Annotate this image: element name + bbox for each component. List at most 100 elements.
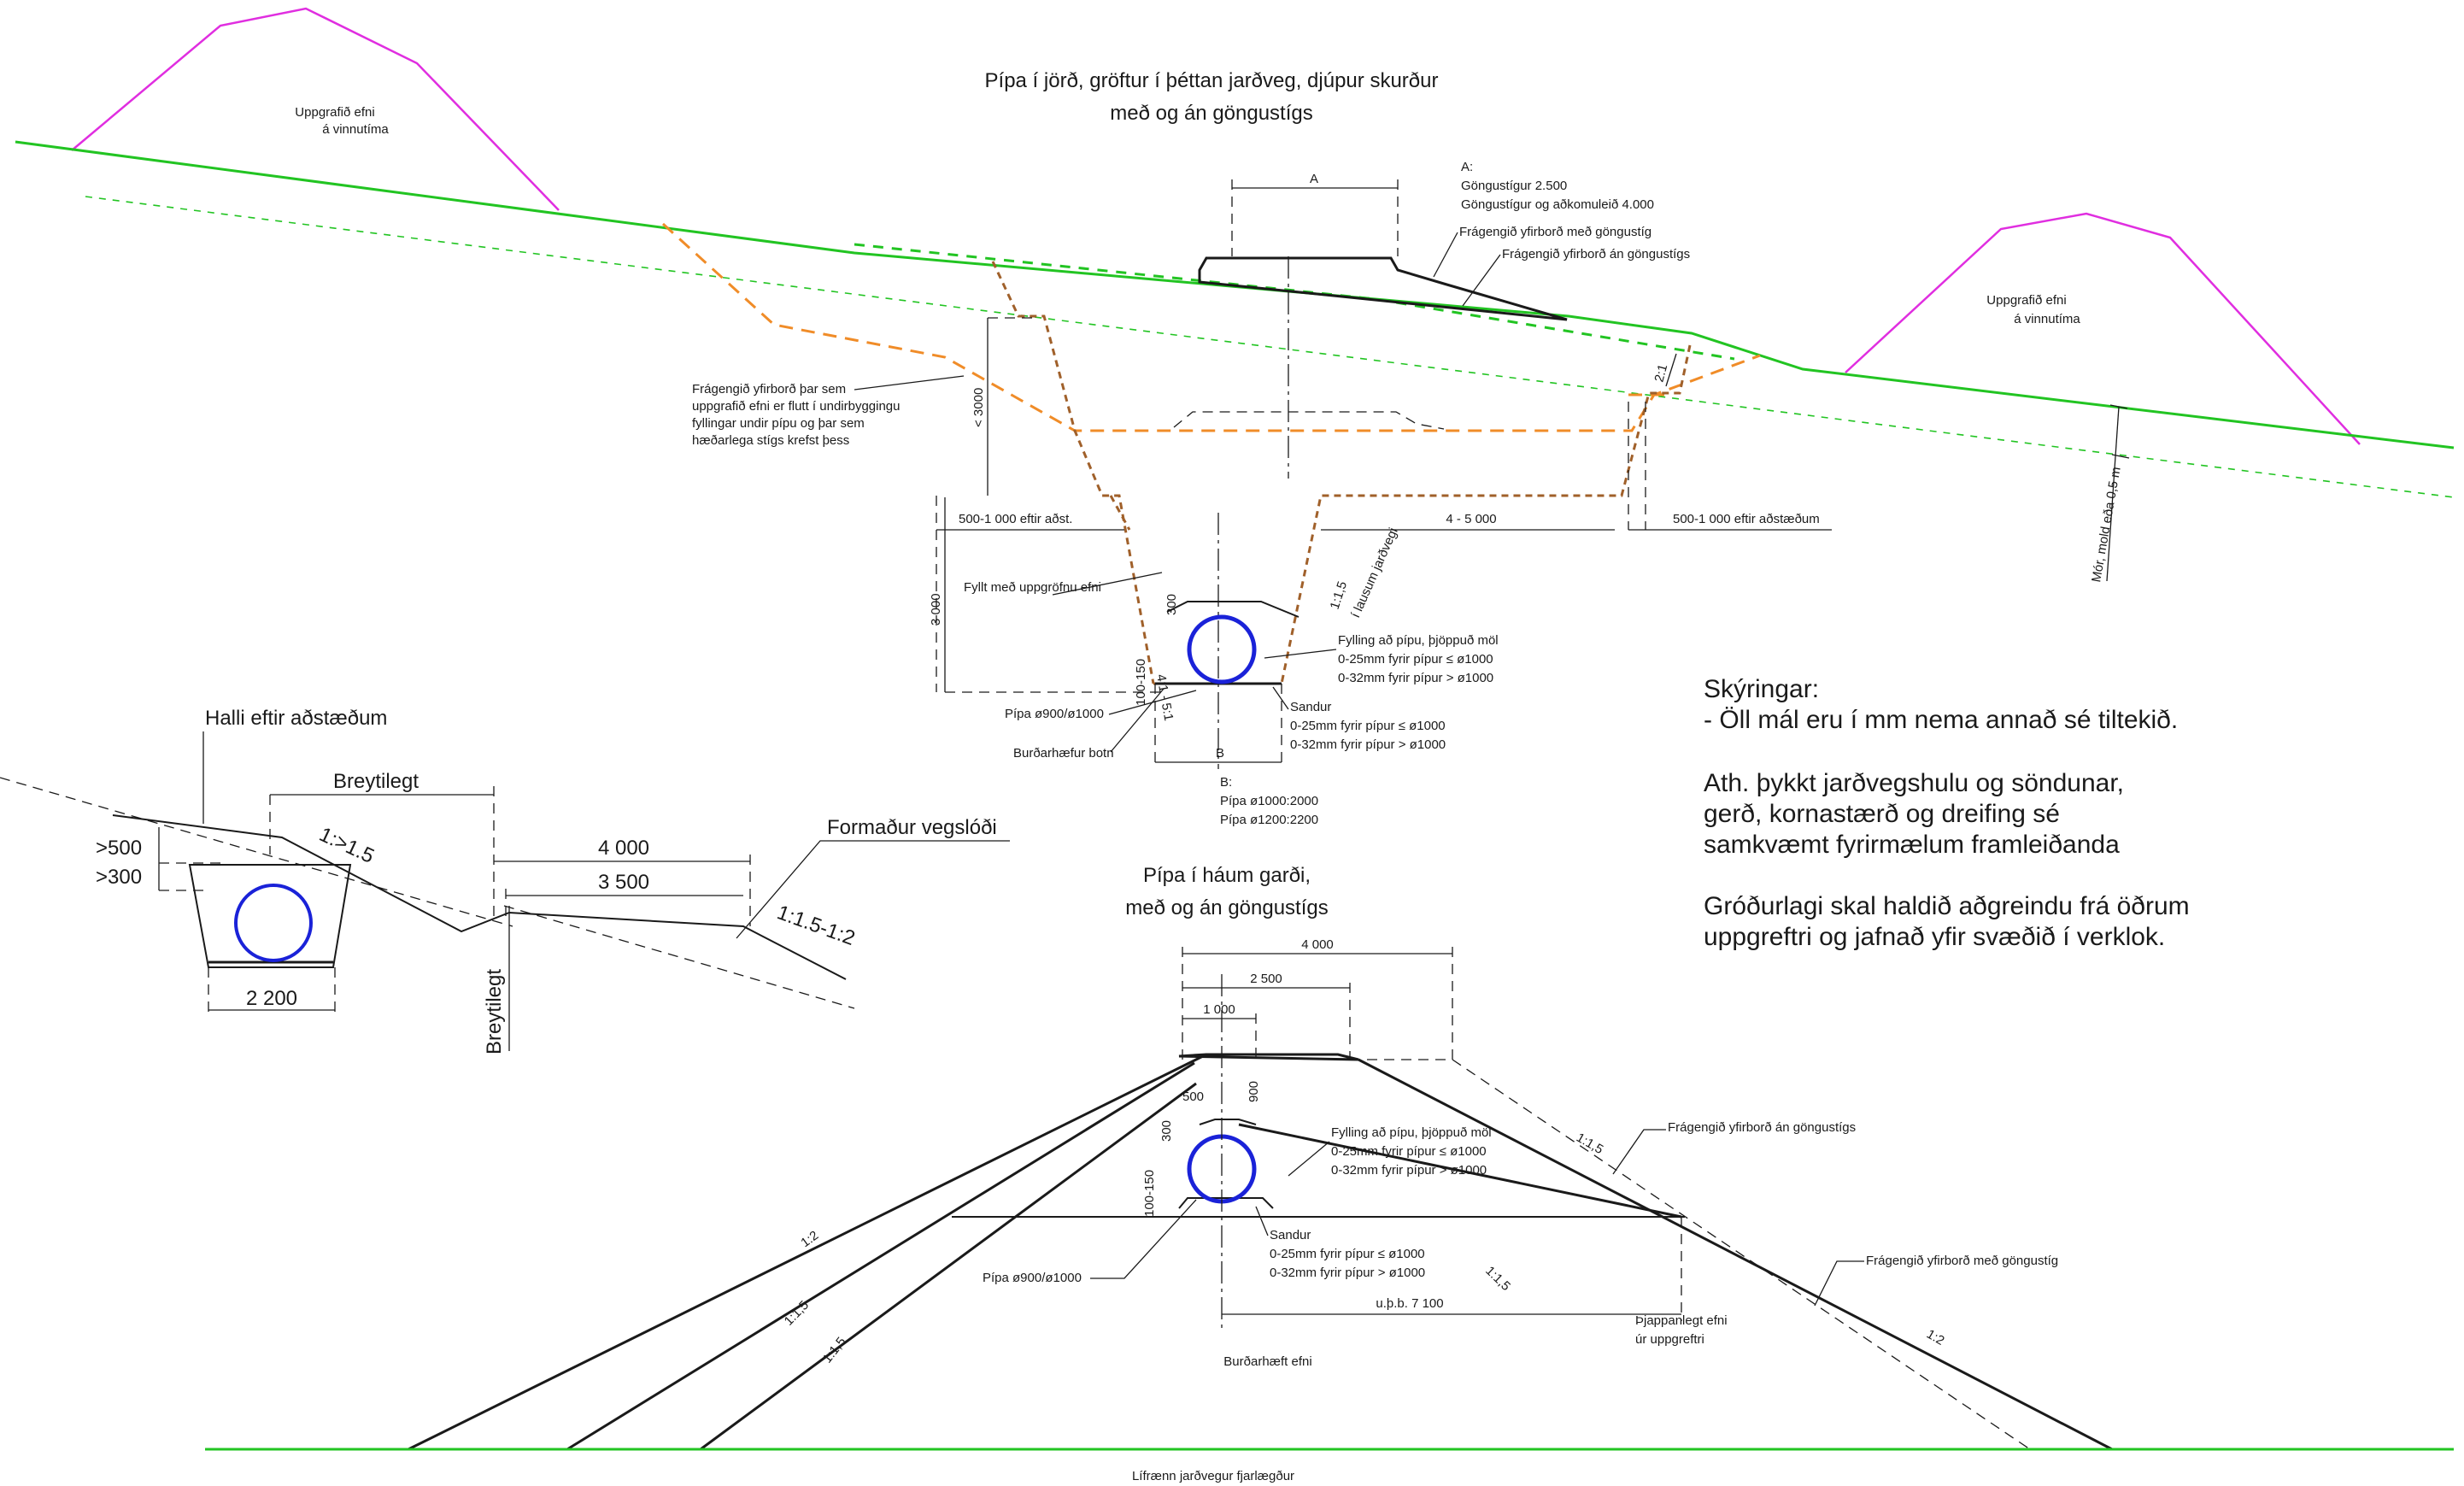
trench-left-lower [1109, 495, 1131, 531]
dim-2200: 2 200 [246, 987, 297, 1010]
fill-pipe-3: 0-32mm fyrir pípur > ø1000 [1338, 671, 1493, 685]
finished-surface-dashed [854, 243, 1735, 361]
trench-right [1153, 344, 1692, 685]
legend-note-1: Ath. þykkt jarðvegshulu og söndunar, [1704, 769, 2124, 797]
top-title-line-2: með og án göngustígs [1110, 102, 1313, 125]
sand-2: 0-25mm fyrir pípur ≤ ø1000 [1290, 719, 1446, 733]
bottom-section: Pípa í háum garði, með og án göngustígs … [205, 864, 2454, 1483]
path-structure-top [1198, 256, 1568, 321]
dim-1000-bottom: 1 000 [1203, 1002, 1235, 1017]
variable-top: Breytilegt [333, 770, 419, 793]
fill-pipe-2: 0-25mm fyrir pípur ≤ ø1000 [1338, 652, 1493, 667]
bottom-title-1: Pípa í háum garði, [1143, 864, 1311, 887]
dim-4000-bottom: 4 000 [1301, 937, 1334, 952]
left-ground-profile [112, 814, 847, 980]
pipe-left-section [234, 884, 313, 962]
slope-1-15-inner: 1:1,5 [1482, 1264, 1513, 1294]
slope-1-2-right: 1:2 [1924, 1327, 1947, 1348]
sand-bottom-3: 0-32mm fyrir pípur > ø1000 [1270, 1266, 1425, 1280]
pipe-bedding-shape [1178, 1197, 1274, 1209]
stockpile-left-outline [71, 7, 560, 211]
stockpile-left-label-2: á vinnutíma [322, 122, 389, 137]
pipe-top-section [1187, 614, 1257, 684]
compactable-1: Þjappanlegt efni [1635, 1313, 1728, 1328]
slope-1-15-left-b: 1:1,5 [820, 1335, 849, 1366]
a-label-1: A: [1461, 160, 1473, 174]
leader-pipe-bottom [1090, 1199, 1197, 1279]
leader-without-path [1462, 254, 1501, 307]
dim-gt300: >300 [96, 866, 142, 889]
stockpile-right-label-2: á vinnutíma [2014, 312, 2080, 326]
surface-without-path-label: Frágengið yfirborð án göngustígs [1502, 247, 1690, 261]
dim-2500-bottom: 2 500 [1250, 972, 1282, 986]
left-trench [188, 864, 352, 968]
trench-fill-top [1166, 601, 1299, 618]
dim-4-5000: 4 - 5 000 [1446, 512, 1496, 526]
sand-1: Sandur [1290, 700, 1331, 714]
dim-500-bottom: 500 [1182, 1090, 1204, 1104]
slope-loose-1: 1:1,5 [1328, 579, 1350, 611]
dim-100-150-top: 100-150 [1134, 659, 1148, 706]
dim-900-bottom: 900 [1247, 1081, 1261, 1102]
fill-note-2: uppgrafið efni er flutt í undirbyggingu [692, 399, 901, 414]
pipe-fill-shape [1199, 1119, 1257, 1125]
slope-1-15-right: 1:1,5 [1574, 1131, 1605, 1157]
left-slope-label: Halli eftir aðstæðum [205, 707, 387, 730]
compactable-2: úr uppgreftri [1635, 1332, 1704, 1347]
leader-sand-bottom [1255, 1206, 1269, 1236]
dim-100-150-bottom: 100-150 [1142, 1170, 1157, 1217]
ground-line-top [15, 140, 2455, 449]
b-label-2: Pípa ø1000:2000 [1220, 794, 1318, 808]
fill-pipe-bottom-3: 0-32mm fyrir pípur > ø1000 [1331, 1163, 1487, 1178]
legend-note-2: gerð, kornastærð og dreifing sé [1704, 800, 2060, 828]
dim-300-bottom: 300 [1159, 1120, 1174, 1142]
leader-sand [1272, 686, 1289, 710]
dim-left-bench: 500-1 000 eftir aðst. [959, 512, 1072, 526]
surface-without-path-bottom: Frágengið yfirborð án göngustígs [1668, 1120, 1856, 1135]
top-title-line-1: Pípa í jörð, gröftur í þéttan jarðveg, d… [985, 69, 1439, 92]
dim-b: B [1216, 746, 1224, 761]
leader-backfill [1052, 572, 1163, 596]
leader-fill-note [854, 375, 965, 391]
bearing-bottom: Burðarhæfur botn [1013, 746, 1114, 761]
left-section: Halli eftir aðstæðum Breytilegt 1:>1.5 >… [0, 707, 1010, 1054]
bottom-title-2: með og án göngustígs [1125, 896, 1329, 919]
dim-300-top: 300 [1165, 594, 1179, 615]
slope-loose-2: í lausum jarðvegi [1348, 526, 1401, 620]
leader-with-path-bottom [1814, 1260, 1864, 1307]
trench-left-upper [991, 261, 1155, 684]
fill-pipe-bottom-1: Fylling að pípu, þjöppuð möl [1331, 1125, 1492, 1140]
stockpile-right-label-1: Uppgrafið efni [1986, 293, 2066, 308]
legend: Skýringar: - Öll mál eru í mm nema annað… [1704, 675, 2190, 951]
dim-4000-left: 4 000 [598, 837, 649, 860]
embankment-left-inner [700, 1082, 1197, 1451]
fill-note-1: Frágengið yfirborð þar sem [692, 382, 846, 396]
embankment-crest [1178, 1053, 1359, 1061]
leader-with-path [1433, 232, 1458, 278]
topsoil-boundary-line [85, 196, 2455, 498]
dim-3500-left: 3 500 [598, 871, 649, 894]
embankment-right-inner [1238, 1123, 1682, 1219]
path-ghost [1173, 411, 1445, 430]
dim-a: A [1310, 172, 1318, 186]
bearing-material: Burðarhæft efni [1223, 1354, 1311, 1369]
leader-track [736, 840, 1010, 939]
b-label-1: B: [1220, 775, 1232, 790]
legend-heading: Skýringar: [1704, 675, 1819, 703]
surface-with-path-label: Frágengið yfirborð með göngustíg [1459, 225, 1651, 239]
legend-line-1: - Öll mál eru í mm nema annað sé tilteki… [1704, 706, 2178, 734]
leader-without-path-bottom [1612, 1129, 1666, 1175]
dim-right-bench: 500-1 000 eftir aðstæðum [1673, 512, 1820, 526]
moor-leader [2106, 406, 2120, 582]
backfill-label: Fyllt með uppgröfnu efni [964, 580, 1101, 595]
stockpile-left-label-1: Uppgrafið efni [295, 105, 374, 120]
a-label-2: Göngustígur 2.500 [1461, 179, 1567, 193]
leader-fill-pipe-bottom [1288, 1141, 1330, 1177]
tick-2-1 [1665, 353, 1677, 387]
b-label-3: Pípa ø1200:2200 [1220, 813, 1318, 827]
fill-pipe-1: Fylling að pípu, þjöppuð möl [1338, 633, 1499, 648]
dim-gt500: >500 [96, 837, 142, 860]
fill-pipe-bottom-2: 0-25mm fyrir pípur ≤ ø1000 [1331, 1144, 1487, 1159]
variable-vertical: Breytilegt [483, 969, 506, 1054]
